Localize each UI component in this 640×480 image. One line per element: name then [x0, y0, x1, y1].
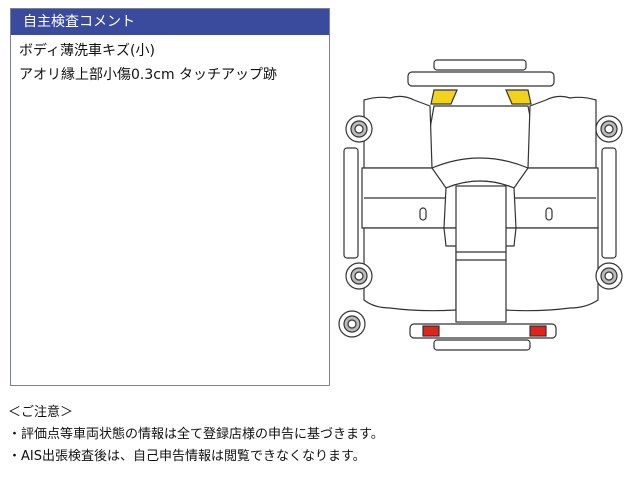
- rear-bumper: [409, 323, 557, 339]
- note-item: ・AIS出張検査後は、自己申告情報は閲覧できなくなります。: [8, 449, 366, 464]
- front-bumper: [407, 71, 555, 87]
- comment-panel-body: ボディ薄洗車キズ(小) アオリ縁上部小傷0.3cm タッチアップ跡: [11, 35, 329, 87]
- wheel-rear-left: [345, 262, 373, 290]
- rear-bumper-lower: [433, 339, 531, 351]
- comment-line: アオリ縁上部小傷0.3cm タッチアップ跡: [19, 67, 278, 83]
- front-grille: [433, 59, 527, 71]
- taillight-right: [529, 325, 547, 337]
- left-rear-fender: [363, 227, 457, 312]
- spare-wheel: [338, 310, 366, 338]
- right-side-skirt: [601, 147, 617, 259]
- wheel-front-right: [595, 115, 623, 143]
- left-side-skirt: [343, 147, 359, 259]
- right-front-fender: [527, 95, 597, 169]
- truck-bed: [455, 185, 507, 323]
- wheel-front-left: [345, 115, 373, 143]
- inspection-comment-panel: 自主検査コメント ボディ薄洗車キズ(小) アオリ縁上部小傷0.3cm タッチアッ…: [10, 8, 330, 386]
- note-item: ・評価点等車両状態の情報は全て登録店様の申告に基づきます。: [8, 427, 384, 442]
- taillight-left: [422, 325, 440, 337]
- comment-line: ボディ薄洗車キズ(小): [19, 43, 155, 59]
- wheel-rear-right: [595, 262, 623, 290]
- left-front-fender: [363, 95, 433, 169]
- comment-panel-title: 自主検査コメント: [11, 9, 329, 35]
- notes-heading: ＜ご注意＞: [8, 405, 74, 420]
- right-door-handle: [545, 207, 553, 221]
- notes-section: ＜ご注意＞ ・評価点等車両状態の情報は全て登録店様の申告に基づきます。 ・AIS…: [8, 402, 384, 468]
- left-door-handle: [419, 207, 427, 221]
- vehicle-condition-diagram: [338, 59, 623, 351]
- right-rear-fender: [503, 227, 599, 312]
- headlight-right: [505, 89, 532, 105]
- headlight-left: [430, 89, 458, 105]
